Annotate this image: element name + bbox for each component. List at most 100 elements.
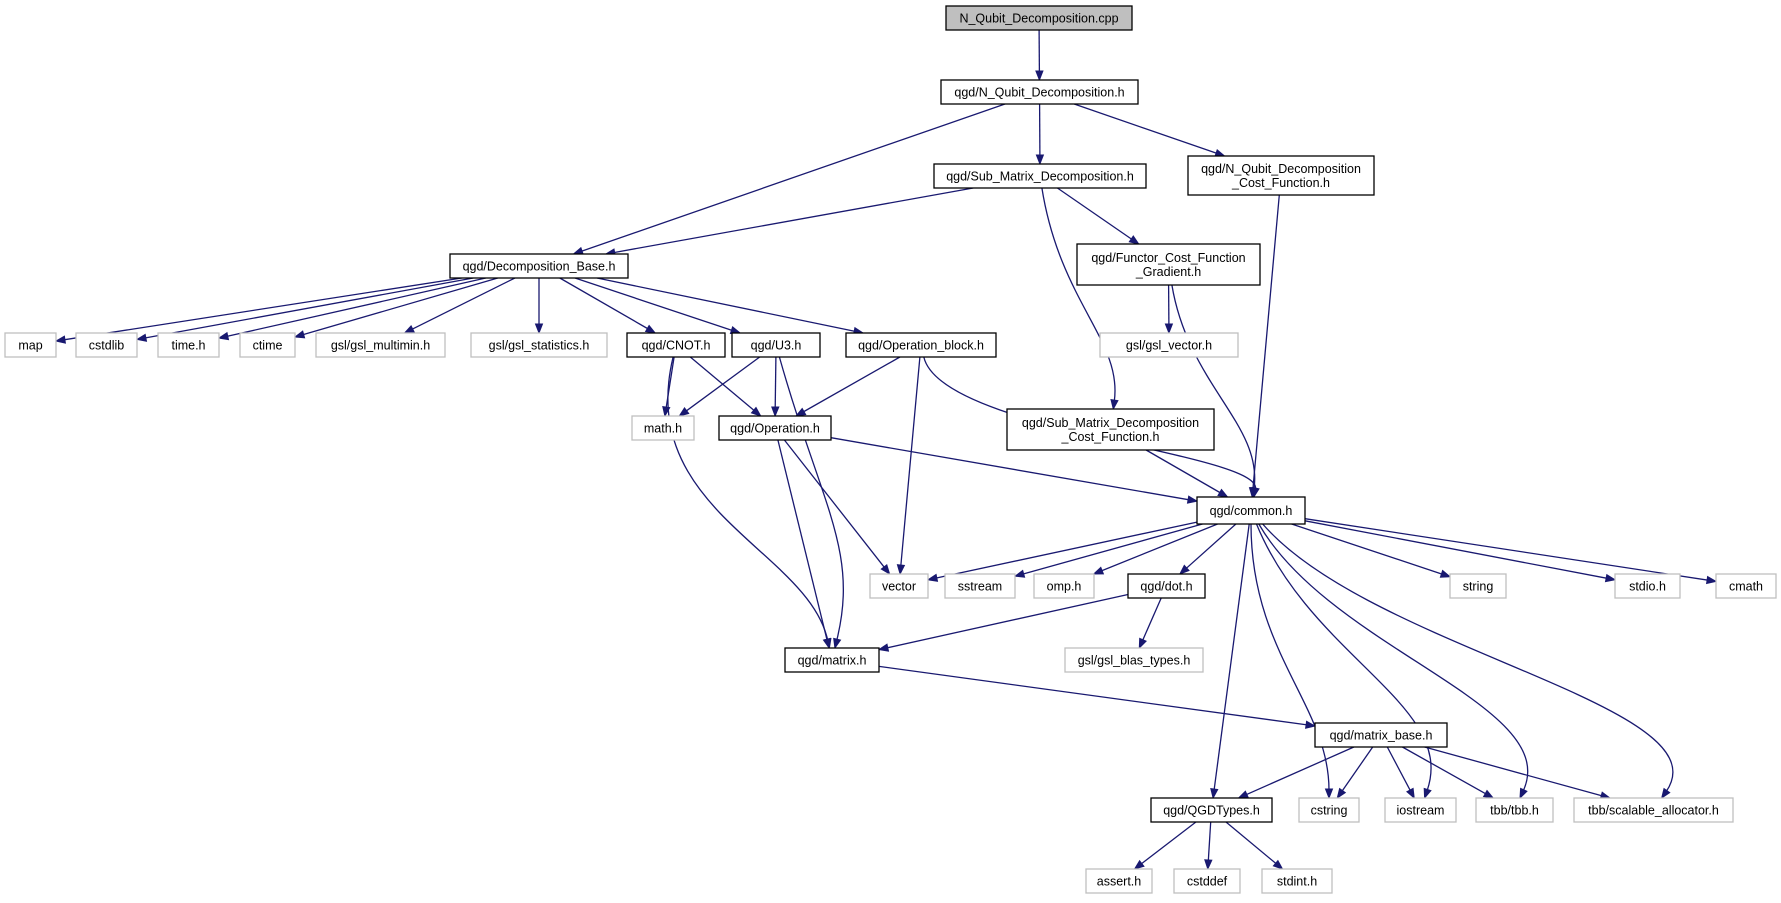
arrowhead-db_h-to-ctime [293,330,306,339]
node-fcfg-h[interactable]: qgd/Functor_Cost_Function_Gradient.h [1076,243,1261,286]
node-label: qgd/Sub_Matrix_Decomposition [1022,416,1199,430]
node-label: qgd/CNOT.h [642,339,711,353]
node-nqd-h[interactable]: qgd/N_Qubit_Decomposition.h [940,79,1139,105]
arrowhead-smd_h-to-smdcf_h [1110,398,1119,411]
node-box [1173,868,1241,894]
node-label: qgd/Operation.h [730,422,820,436]
edge-op_h-to-matrix_h [777,439,828,641]
node-box [1384,797,1457,823]
node-db-h[interactable]: qgd/Decomposition_Base.h [449,253,629,279]
arrowhead-common_h-to-omp_h [1092,566,1105,575]
arrowhead-common_h-to-string [1439,569,1452,578]
node-label: qgd/QGDTypes.h [1163,804,1260,818]
edge-smd_h-to-smdcf_h [1041,187,1116,402]
node-cstring: cstring [1298,797,1360,823]
node-u3-h[interactable]: qgd/U3.h [731,332,821,358]
edge-op_h-to-vector [783,439,886,569]
node-box [1449,573,1507,599]
arrowhead-dot_h-to-gsl_blas [1138,637,1147,650]
node-label: N_Qubit_Decomposition.cpp [959,12,1118,26]
arrowhead-db_h-to-gsl_multimin [403,325,415,334]
edge-common_h-to-cstring [1250,523,1330,791]
node-cnot-h[interactable]: qgd/CNOT.h [626,332,726,358]
node-box [1085,868,1153,894]
node-label: sstream [958,580,1002,594]
arrowhead-opblock_h-to-vector [896,564,906,576]
edge-db_h-to-cnot_h [559,277,649,330]
node-dot-h[interactable]: qgd/dot.h [1127,573,1206,599]
node-box [1614,573,1681,599]
node-box [1099,332,1239,358]
edge-db_h-to-opblock_h [596,277,856,333]
node-label: gsl/gsl_blas_types.h [1078,654,1191,668]
edge-smdcf_h-to-common_h [1145,449,1222,494]
node-box [75,332,138,358]
node-smdcf-h[interactable]: qgd/Sub_Matrix_Decomposition_Cost_Functi… [1006,408,1215,451]
edge-db_h-to-cstdlib [144,277,474,339]
arrowhead-common_h-to-tbb_alloc [1660,787,1671,800]
arrowhead-common_h-to-cstring [1324,788,1334,800]
node-label: math.h [644,422,682,436]
arrowhead-common_h-to-vector [926,573,939,582]
arrowhead-opblock_h-to-op_h [794,407,807,417]
edge-common_h-to-qgdtypes_h [1213,523,1250,791]
node-math-h: math.h [631,415,695,441]
edge-dot_h-to-matrix_h [886,593,1129,649]
arrowhead-qgdtypes_h-to-stdint_h [1272,859,1284,870]
node-iostream: iostream [1384,797,1457,823]
node-opblock-h[interactable]: qgd/Operation_block.h [845,332,997,358]
node-gsl-multimin: gsl/gsl_multimin.h [315,332,446,358]
node-stdio-h: stdio.h [1614,573,1681,599]
node-string: string [1449,573,1507,599]
node-box [1573,797,1734,823]
edge-db_h-to-gsl_multimin [411,277,516,330]
node-box [315,332,446,358]
node-root[interactable]: N_Qubit_Decomposition.cpp [945,5,1133,31]
node-omp-h: omp.h [1033,573,1095,599]
arrowhead-fcfg_h-to-gsl_vector [1164,323,1174,335]
node-box [1196,496,1306,525]
node-label: assert.h [1097,875,1142,889]
edge-mbase_h-to-iostream [1386,746,1412,792]
arrowhead-root-to-nqd_h [1035,70,1044,82]
arrowhead-db_h-to-gsl_stat [534,323,544,335]
node-common-h[interactable]: qgd/common.h [1196,496,1306,525]
node-box [940,79,1139,105]
node-op-h[interactable]: qgd/Operation.h [718,415,832,441]
edge-common_h-to-vector [935,521,1198,579]
node-qgdtypes-h[interactable]: qgd/QGDTypes.h [1150,797,1273,823]
node-matrix-h[interactable]: qgd/matrix.h [784,647,880,673]
node-box [1150,797,1273,823]
node-label: iostream [1397,804,1445,818]
node-box [4,332,57,358]
node-vector: vector [869,573,929,599]
node-gsl-blas: gsl/gsl_blas_types.h [1064,647,1204,673]
node-label: qgd/U3.h [751,339,802,353]
node-label: qgd/matrix_base.h [1330,729,1433,743]
node-mbase-h[interactable]: qgd/matrix_base.h [1314,722,1448,748]
node-label: stdint.h [1277,875,1317,889]
edge-mbase_h-to-cstring [1341,746,1374,792]
arrowhead-db_h-to-cnot_h [644,324,657,334]
node-label: omp.h [1047,580,1082,594]
node-label: qgd/N_Qubit_Decomposition [1201,162,1361,176]
arrowhead-op_h-to-common_h [1186,495,1199,504]
node-label: gsl/gsl_statistics.h [489,339,590,353]
node-nqdcf-h[interactable]: qgd/N_Qubit_Decomposition_Cost_Function.… [1187,155,1375,196]
node-box [631,415,695,441]
node-box [1187,155,1375,196]
edge-common_h-to-omp_h [1100,523,1218,572]
node-cmath: cmath [1715,573,1777,599]
arrowhead-db_h-to-cstdlib [135,333,148,342]
edge-mbase_h-to-tbb_h [1402,746,1487,795]
arrowhead-op_h-to-vector [880,563,891,576]
node-box [1475,797,1554,823]
edge-db_h-to-map [63,277,462,341]
arrowhead-mbase_h-to-tbb_h [1482,789,1495,799]
node-label: qgd/Decomposition_Base.h [463,260,616,274]
node-label: cmath [1729,580,1763,594]
node-box [945,5,1133,31]
edge-matrix_h-to-mbase_h [878,665,1308,726]
node-smd-h[interactable]: qgd/Sub_Matrix_Decomposition.h [933,163,1147,189]
